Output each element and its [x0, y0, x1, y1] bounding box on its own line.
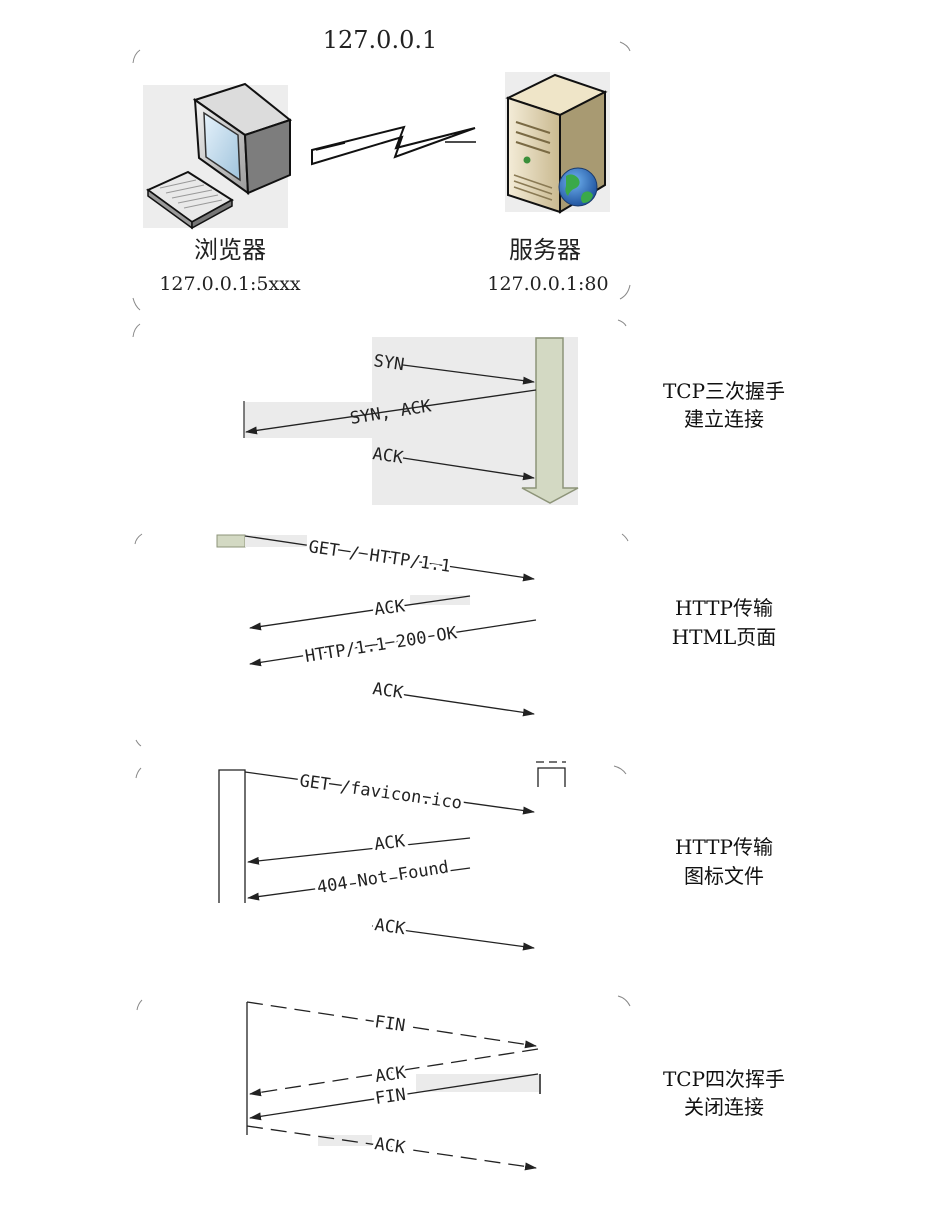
close-side-line1: TCP四次挥手 — [663, 1067, 785, 1091]
section-close: FIN ACK FIN ACK TCP四次挥手 关闭连接 — [136, 995, 785, 1171]
html-corners — [134, 533, 629, 545]
section-favicon: GET /favicon.ico ACK 404 Not Found ACK H… — [135, 739, 773, 951]
msg-fin2-label: FIN — [374, 1085, 407, 1109]
msg-ack6-arrow — [246, 1125, 537, 1171]
client-addr: 127.0.0.1:5xxx — [159, 273, 301, 295]
msg-ack3-arrow — [247, 837, 471, 865]
section-handshake: SYN SYN, ACK ACK TCP三次握手 建立连接 — [132, 319, 785, 505]
msg-fin1-label: FIN — [373, 1012, 406, 1036]
msg-ack1-arrow — [249, 595, 471, 631]
handshake-client-panel — [244, 402, 374, 438]
favicon-server-stub — [536, 761, 566, 787]
msg-ack3-label: ACK — [373, 831, 407, 855]
msg-404-arrow — [247, 867, 471, 901]
msg-ack1-label: ACK — [373, 596, 407, 620]
favicon-corners — [135, 739, 627, 779]
server-name: 服务器 — [509, 236, 581, 264]
connection-bolt-icon — [311, 125, 476, 166]
handshake-corners — [132, 319, 627, 338]
html-client-bar — [216, 534, 246, 548]
close-corners — [136, 995, 631, 1011]
msg-get-arrow — [244, 535, 535, 582]
msg-ack2-label: ACK — [371, 679, 405, 703]
msg-200-label: HTTP/1.1 200 OK — [304, 623, 460, 667]
computer-icon — [143, 82, 293, 230]
msg-getfav-label: GET /favicon.ico — [298, 771, 463, 814]
top-ip: 127.0.0.1 — [323, 26, 438, 54]
section-html: GET / HTTP/1.1 ACK HTTP/1.1 200 OK ACK H… — [134, 533, 777, 717]
handshake-side-line2: 建立连接 — [684, 407, 764, 431]
msg-ack6-label: ACK — [373, 1134, 407, 1158]
client-name: 浏览器 — [194, 236, 266, 264]
msg-ack2-arrow — [371, 689, 535, 717]
favicon-client-lifeline — [218, 769, 246, 903]
globe-icon — [558, 167, 598, 207]
html-side-line2: HTML页面 — [672, 625, 777, 649]
html-side-line1: HTTP传输 — [675, 596, 773, 620]
msg-ack4-arrow — [371, 925, 535, 951]
msg-fin2-arrow — [249, 1073, 539, 1121]
msg-404-label: 404 Not Found — [316, 857, 451, 898]
msg-synack-arrow — [245, 389, 537, 435]
handshake-server-lifeline — [521, 337, 579, 504]
msg-ack4-label: ACK — [373, 915, 407, 939]
favicon-side-line2: 图标文件 — [684, 864, 764, 888]
msg-ack-arrow — [402, 457, 535, 481]
msg-200-arrow — [249, 619, 537, 667]
msg-fin1-arrow — [246, 1001, 537, 1049]
msg-syn-label: SYN — [372, 351, 405, 375]
msg-ack5-arrow — [249, 1048, 539, 1097]
server-addr: 127.0.0.1:80 — [487, 273, 608, 295]
msg-ack-label: ACK — [371, 444, 405, 468]
top-frame-corners — [132, 41, 631, 311]
close-side-line2: 关闭连接 — [684, 1095, 764, 1119]
msg-getfav-arrow — [244, 771, 535, 815]
msg-get-label: GET / HTTP/1.1 — [307, 537, 452, 577]
favicon-side-line1: HTTP传输 — [675, 835, 773, 859]
handshake-side-line1: TCP三次握手 — [663, 379, 785, 403]
msg-syn-arrow — [402, 364, 535, 385]
msg-ack5-label: ACK — [374, 1063, 408, 1087]
